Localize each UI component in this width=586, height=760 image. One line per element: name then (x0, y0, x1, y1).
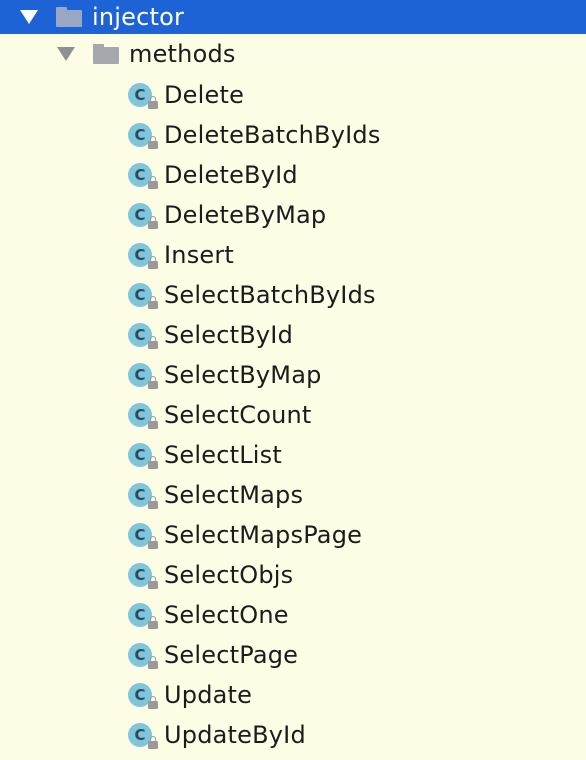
class-locked-icon: C (128, 681, 158, 709)
class-locked-icon: C (128, 641, 158, 669)
lock-icon (148, 256, 158, 269)
expand-arrow-icon[interactable] (20, 10, 38, 24)
tree-node-label: injector (92, 3, 185, 31)
tree-node-label: methods (129, 40, 236, 68)
class-locked-icon: C (128, 401, 158, 429)
class-locked-icon: C (128, 241, 158, 269)
class-locked-icon: C (128, 441, 158, 469)
tree-node-label: SelectOne (164, 601, 289, 629)
tree-node-injector[interactable]: injector (0, 0, 586, 34)
class-locked-icon: C (128, 161, 158, 189)
lock-icon (148, 216, 158, 229)
tree-node-label: Delete (164, 81, 245, 109)
tree-node-label: SelectPage (164, 641, 299, 669)
class-locked-icon: C (128, 281, 158, 309)
lock-icon (148, 136, 158, 149)
tree-node-label: SelectObjs (164, 561, 294, 589)
lock-icon (148, 456, 158, 469)
tree-node-label: DeleteBatchByIds (164, 121, 381, 149)
lock-icon (148, 736, 158, 749)
lock-icon (148, 176, 158, 189)
class-locked-icon: C (128, 601, 158, 629)
folder-icon (93, 44, 119, 64)
tree-node-label: DeleteByMap (164, 201, 327, 229)
class-locked-icon: C (128, 201, 158, 229)
expand-arrow-icon[interactable] (57, 47, 75, 61)
tree-node-label: DeleteById (164, 161, 298, 189)
tree-node-label: Insert (164, 241, 235, 269)
class-locked-icon: C (128, 321, 158, 349)
class-locked-icon: C (128, 721, 158, 749)
lock-icon (148, 696, 158, 709)
folder-icon (56, 7, 82, 27)
tree-node-methods[interactable]: methods (0, 34, 586, 74)
lock-icon (148, 96, 158, 109)
class-locked-icon: C (128, 361, 158, 389)
tree-node-label: Update (164, 681, 253, 709)
lock-icon (148, 296, 158, 309)
tree-node-label: SelectById (164, 321, 294, 349)
class-locked-icon: C (128, 521, 158, 549)
lock-icon (148, 536, 158, 549)
class-locked-icon: C (128, 81, 158, 109)
tree-node-label: SelectBatchByIds (164, 281, 376, 309)
lock-icon (148, 616, 158, 629)
tree-node-label: SelectCount (164, 401, 312, 429)
tree-node-label: SelectList (164, 441, 282, 469)
tree-node-label: UpdateById (164, 721, 306, 749)
lock-icon (148, 576, 158, 589)
lock-icon (148, 376, 158, 389)
lock-icon (148, 656, 158, 669)
lock-icon (148, 336, 158, 349)
lock-icon (148, 496, 158, 509)
tree-node-label: SelectByMap (164, 361, 322, 389)
class-locked-icon: C (128, 121, 158, 149)
lock-icon (148, 416, 158, 429)
tree-node-label: SelectMaps (164, 481, 304, 509)
class-locked-icon: C (128, 561, 158, 589)
class-locked-icon: C (128, 481, 158, 509)
tree-node-label: SelectMapsPage (164, 521, 363, 549)
